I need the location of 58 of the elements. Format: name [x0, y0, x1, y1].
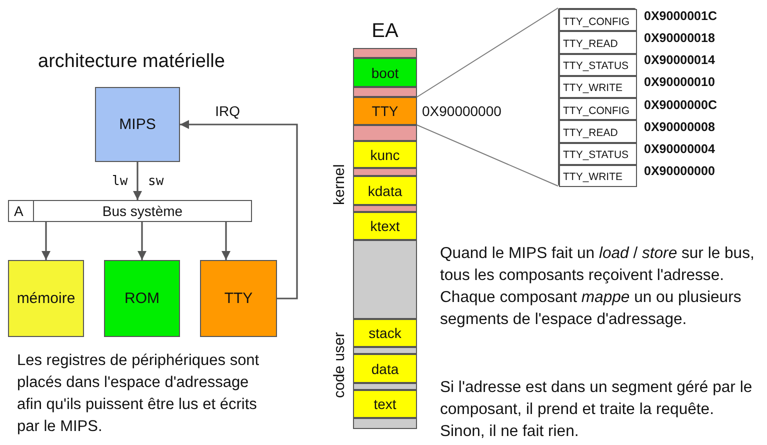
empty-segment-band: [353, 87, 417, 97]
address-text: 0X90000010: [644, 75, 715, 90]
arrow: [42, 222, 50, 260]
empty-segment-band: [353, 347, 417, 354]
note-paragraph: Les registres de périphériques sont placés dans l'espace d'adressage afin qu'ils puissent être lus et écrits par le MIPS.: [17, 351, 260, 437]
signal-name: lw: [112, 174, 128, 189]
processor-box: MIPS: [95, 87, 180, 162]
empty-segment-band: [353, 125, 417, 141]
register-cell: TTY_CONFIG: [559, 98, 637, 120]
bus-label: Bus système: [101, 203, 184, 219]
segment-band: text: [353, 390, 417, 418]
register-table: [558, 8, 636, 186]
bus-bar: [8, 200, 252, 222]
segment-band: ktext: [353, 212, 417, 240]
map-heading: EA: [370, 20, 400, 43]
tty-box: TTY: [200, 260, 277, 337]
segment-band: kdata: [353, 176, 417, 205]
empty-segment-band: [353, 205, 417, 212]
segment-band: kunc: [353, 141, 417, 168]
rom-box: ROM: [104, 260, 180, 337]
region-label: kernel: [331, 164, 348, 208]
register-cell: TTY_READ: [559, 31, 637, 54]
region-label: code user: [331, 331, 348, 400]
address-text: 0X9000000C: [644, 98, 717, 113]
empty-segment-band: [353, 168, 417, 176]
address-text: 0X90000018: [644, 30, 715, 46]
address-text: 0X90000008: [644, 120, 715, 135]
address-text: 0X90000000: [422, 102, 502, 120]
register-cell: TTY_STATUS: [559, 142, 637, 165]
segment-band: stack: [353, 319, 417, 347]
arrow: [138, 222, 146, 260]
address-text: 0X90000000: [644, 164, 715, 180]
memory-box: mémoire: [8, 260, 84, 337]
segment-band: boot: [353, 58, 417, 87]
address-text: 0X90000004: [644, 142, 715, 158]
register-cell: TTY_STATUS: [559, 54, 637, 76]
segment-band: data: [353, 354, 417, 383]
zoom-line: [416, 8, 558, 98]
note-paragraph: Si l'adresse est dans un segment géré par le composant, il prend et traite la requête. Sinon, il ne fait rien.: [440, 378, 754, 442]
address-text: 0X9000001C: [644, 8, 717, 24]
address-text: 0X90000014: [644, 53, 715, 68]
register-cell: TTY_CONFIG: [559, 9, 637, 32]
register-cell: TTY_WRITE: [559, 76, 637, 98]
arrow: [180, 120, 298, 300]
port-label: A: [9, 201, 34, 221]
empty-segment-band: [353, 418, 417, 429]
segment-band: TTY: [353, 97, 417, 125]
register-cell: TTY_READ: [559, 120, 637, 142]
register-cell: TTY_WRITE: [559, 164, 637, 187]
zoom-line: [416, 124, 558, 186]
arrow: [133, 162, 142, 200]
empty-segment-band: [353, 383, 417, 390]
note-paragraph: Quand le MIPS fait un load / store sur le bus, tous les composants reçoivent l'adresse. Chaque composant mappe un ou plusieurs segments de l'espace d'adressage.: [440, 244, 756, 330]
memory-map: [353, 22, 417, 430]
empty-segment-band: [353, 48, 417, 58]
diagram-title: architecture matérielle: [38, 51, 225, 73]
arrow: [222, 222, 230, 260]
signal-name: sw: [148, 174, 164, 189]
